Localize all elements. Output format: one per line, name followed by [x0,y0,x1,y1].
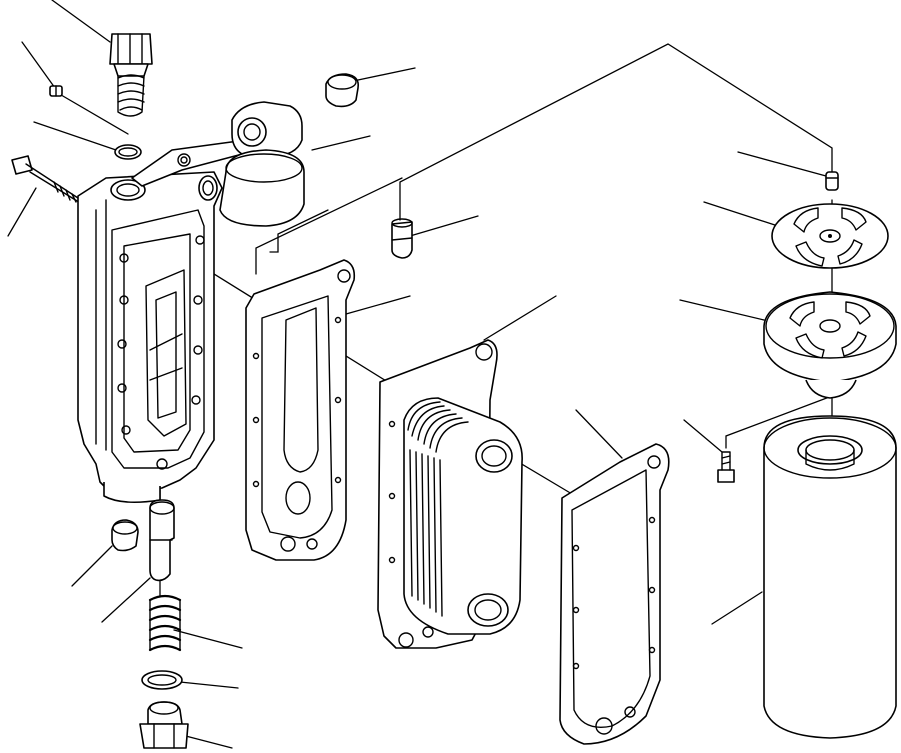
small-screw-right [717,451,735,483]
oil-filter-housing [219,101,305,227]
piston-valve [149,499,175,582]
cooler-gasket [559,443,670,745]
o-ring-lower [141,670,183,690]
filter-plate-bottom [763,291,897,399]
small-pin [825,171,839,191]
mounting-bolt [11,155,83,205]
drain-plug-lower [139,701,189,749]
spin-on-oil-filter [763,415,897,739]
small-screw [49,85,63,97]
spring-lower [148,594,182,652]
filter-plate-top [771,203,889,269]
filter-head-plug [109,33,153,117]
gasket-cover [245,259,356,561]
tube-nipple [391,218,413,259]
plug-cap [325,73,360,108]
cap-lower [111,519,139,552]
cooler-element [377,339,523,649]
